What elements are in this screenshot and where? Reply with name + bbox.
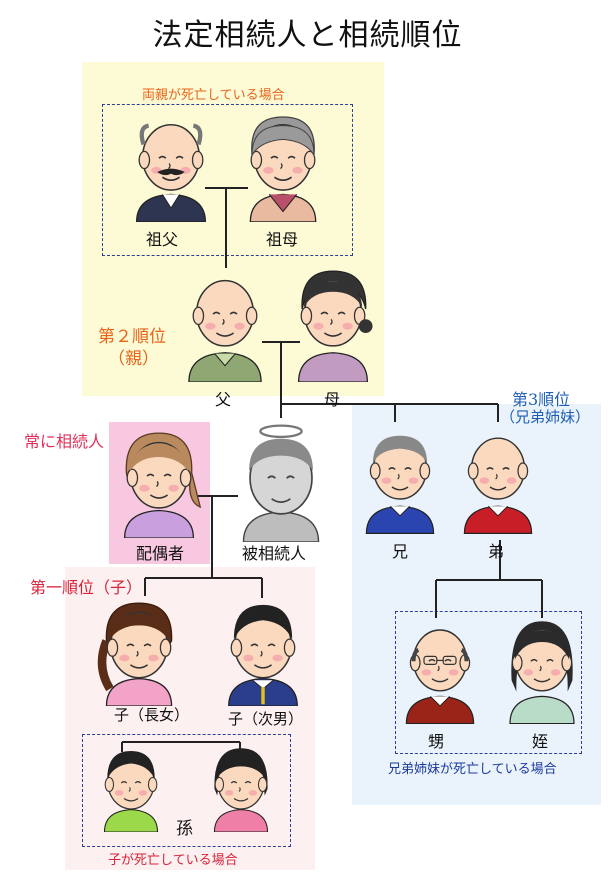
grandmother-label: 祖母 [266,230,299,249]
younger-brother-illustration [458,424,538,534]
older-brother-label: 兄 [392,542,409,561]
nephew-illustration [400,616,480,724]
grandchildren-dashed-box [82,734,291,847]
grandchildren-label: 孫 [176,819,193,839]
third-rank-sublabel: （兄弟姉妹） [500,408,591,426]
mother-illustration [290,266,376,382]
grandmother-illustration [240,110,326,222]
eldest-daughter-illustration [96,598,182,706]
page-title: 法定相続人と相続順位 [152,18,463,53]
niece-illustration [502,616,582,724]
mother-label: 母 [324,390,341,409]
nephew-label: 甥 [428,732,445,751]
older-brother-illustration [360,424,440,534]
grandson-illustration [96,744,166,832]
nephew-niece-caption: 兄弟姉妹が死亡している場合 [388,762,557,777]
granddaughter-illustration [206,744,276,832]
first-rank-label: 第一順位（子） [30,578,143,597]
spouse-label: 配偶者 [136,544,185,563]
grandfather-illustration [128,110,214,222]
father-label: 父 [215,390,232,409]
spouse-illustration [116,428,202,538]
father-illustration [182,266,268,382]
second-son-illustration [220,598,306,706]
grandchildren-caption: 子が死亡している場合 [108,853,238,868]
second-son-label: 子（次男） [228,710,304,728]
third-rank-label: 第3順位 [512,390,571,409]
deceased-illustration [234,420,328,542]
grandparents-caption: 両親が死亡している場合 [142,88,285,103]
nephew-niece-dashed-box [395,611,582,754]
younger-brother-label: 弟 [488,542,505,561]
always-heir-label: 常に相続人 [24,432,105,451]
eldest-daughter-label: 子（長女） [114,706,190,724]
grandfather-label: 祖父 [146,230,179,249]
niece-label: 姪 [532,732,549,751]
second-rank-label: 第２順位 [98,327,166,347]
second-rank-sublabel: （親） [108,349,159,369]
grandparents-dashed-box [102,104,353,256]
deceased-label: 被相続人 [242,544,307,563]
